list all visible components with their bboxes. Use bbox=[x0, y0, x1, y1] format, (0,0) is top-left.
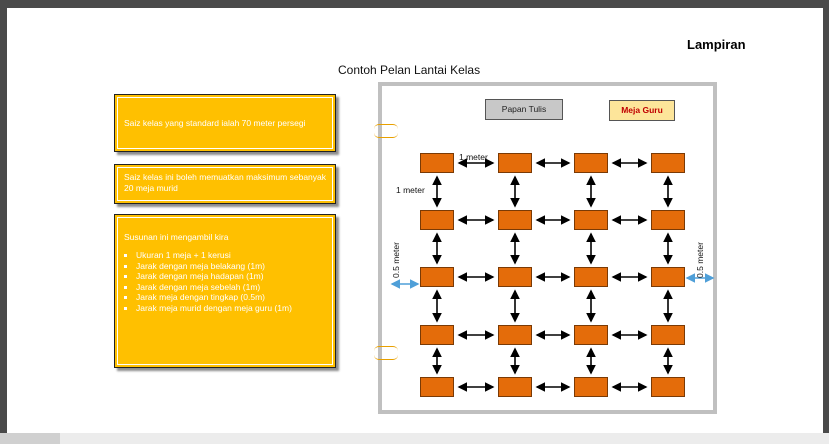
note-capacity-text: Saiz kelas ini boleh memuatkan maksimum … bbox=[124, 172, 326, 193]
student-desk bbox=[574, 210, 608, 230]
bottom-bar bbox=[0, 433, 829, 444]
vertical-gap-label: 1 meter bbox=[396, 185, 425, 195]
student-desk bbox=[420, 153, 454, 173]
student-desk bbox=[420, 325, 454, 345]
list-item: Jarak dengan meja hadapan (1m) bbox=[136, 271, 326, 282]
horizontal-gap-label: 1 meter bbox=[459, 152, 488, 162]
student-desk bbox=[498, 325, 532, 345]
student-desk bbox=[498, 267, 532, 287]
door-bottom-icon bbox=[374, 346, 398, 360]
teacher-desk: Meja Guru bbox=[609, 100, 675, 121]
arrangement-list: Ukuran 1 meja + 1 kerusi Jarak dengan me… bbox=[124, 250, 326, 314]
student-desk bbox=[574, 377, 608, 397]
whiteboard: Papan Tulis bbox=[485, 99, 563, 120]
student-desk bbox=[574, 325, 608, 345]
door-top-icon bbox=[374, 124, 398, 138]
student-desk bbox=[420, 210, 454, 230]
student-desk bbox=[574, 267, 608, 287]
student-desk bbox=[420, 267, 454, 287]
student-desk bbox=[498, 153, 532, 173]
right-window-gap-label: 0.5 meter bbox=[694, 242, 705, 278]
student-desk bbox=[651, 153, 685, 173]
note-arrangement: Susunan ini mengambil kira Ukuran 1 meja… bbox=[114, 214, 336, 368]
note-arrangement-intro: Susunan ini mengambil kira bbox=[124, 232, 229, 242]
bottom-tab[interactable] bbox=[0, 433, 60, 444]
page-title: Contoh Pelan Lantai Kelas bbox=[338, 63, 481, 77]
list-item: Jarak meja dengan tingkap (0.5m) bbox=[136, 292, 326, 303]
student-desk bbox=[498, 377, 532, 397]
left-window-gap-label: 0.5 meter bbox=[390, 242, 401, 278]
note-class-size-text: Saiz kelas yang standard ialah 70 meter … bbox=[124, 118, 306, 128]
student-desk bbox=[651, 377, 685, 397]
list-item: Jarak dengan meja belakang (1m) bbox=[136, 261, 326, 272]
note-capacity: Saiz kelas ini boleh memuatkan maksimum … bbox=[114, 164, 336, 204]
appendix-label: Lampiran bbox=[687, 37, 746, 52]
student-desk bbox=[651, 325, 685, 345]
student-desk bbox=[574, 153, 608, 173]
note-class-size: Saiz kelas yang standard ialah 70 meter … bbox=[114, 94, 336, 152]
student-desk bbox=[651, 267, 685, 287]
student-desk bbox=[420, 377, 454, 397]
list-item: Ukuran 1 meja + 1 kerusi bbox=[136, 250, 326, 261]
student-desk bbox=[498, 210, 532, 230]
list-item: Jarak meja murid dengan meja guru (1m) bbox=[136, 303, 326, 314]
student-desk bbox=[651, 210, 685, 230]
list-item: Jarak dengan meja sebelah (1m) bbox=[136, 282, 326, 293]
